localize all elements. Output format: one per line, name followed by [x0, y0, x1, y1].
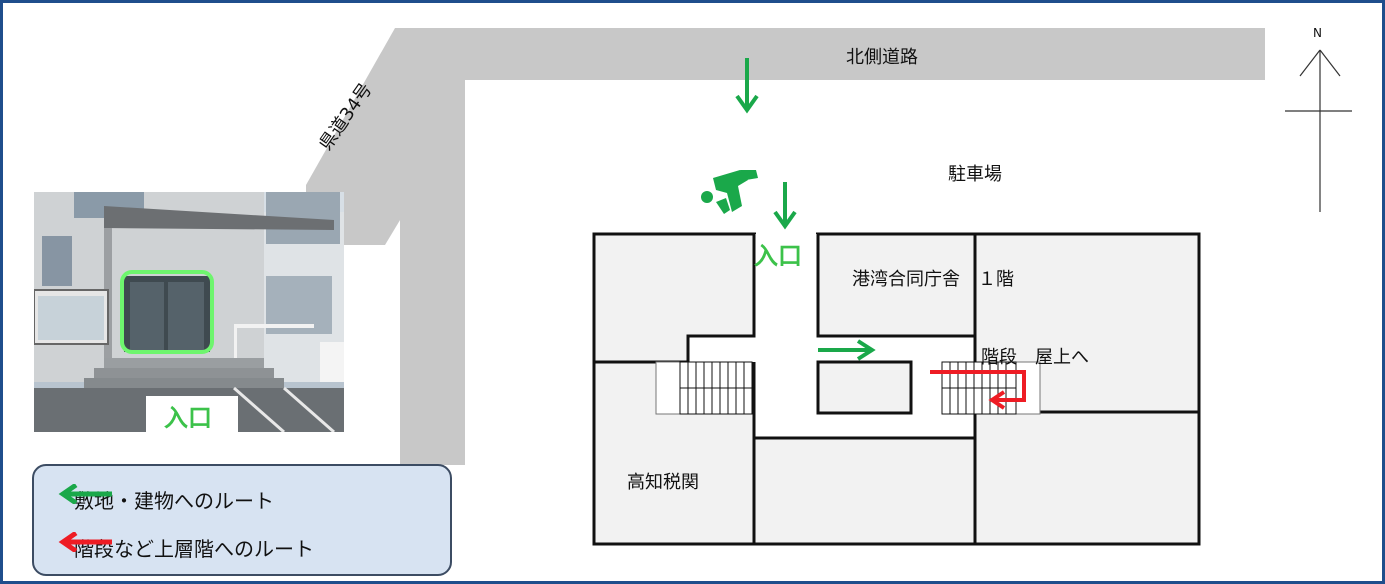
- legend-box: 敷地・建物へのルート 階段など上層階へのルート: [32, 464, 452, 576]
- prefectural-road-vertical: [400, 80, 465, 465]
- entrance-photo-illustration: [34, 192, 344, 432]
- entrance-photo: 入口: [34, 192, 344, 432]
- arrow-left-icon: [58, 484, 112, 504]
- arrow-left-icon: [58, 532, 112, 552]
- arrow-down-icon: [773, 182, 797, 230]
- stairs-rooftop-label: 階段 屋上へ: [981, 347, 1089, 368]
- legend-label: 階段など上層階へのルート: [74, 536, 314, 561]
- customs-office-label: 高知税関: [627, 472, 699, 493]
- north-road: [395, 28, 1265, 112]
- photo-entrance-label: 入口: [164, 404, 212, 432]
- parking-label: 駐車場: [948, 164, 1002, 185]
- stairs-left: [655, 361, 753, 415]
- arrow-down-icon: [735, 58, 759, 114]
- arrow-left-icon: [930, 370, 1026, 410]
- north-mark-label: N: [1313, 26, 1322, 40]
- building-floor-label: 港湾合同庁舎 １階: [852, 269, 1014, 290]
- north-arrow-icon: [1285, 49, 1352, 212]
- prefectural-road-diagonal: [306, 28, 465, 245]
- entrance-label: 入口: [754, 242, 802, 270]
- building-floorplan: [592, 232, 1201, 546]
- legend-item-site-route: 敷地・建物へのルート: [58, 484, 274, 514]
- north-road-label: 北側道路: [846, 47, 918, 68]
- arrow-right-icon: [818, 339, 876, 361]
- walking-person-icon: [701, 170, 758, 214]
- legend-item-upper-floor-route: 階段など上層階へのルート: [58, 532, 314, 562]
